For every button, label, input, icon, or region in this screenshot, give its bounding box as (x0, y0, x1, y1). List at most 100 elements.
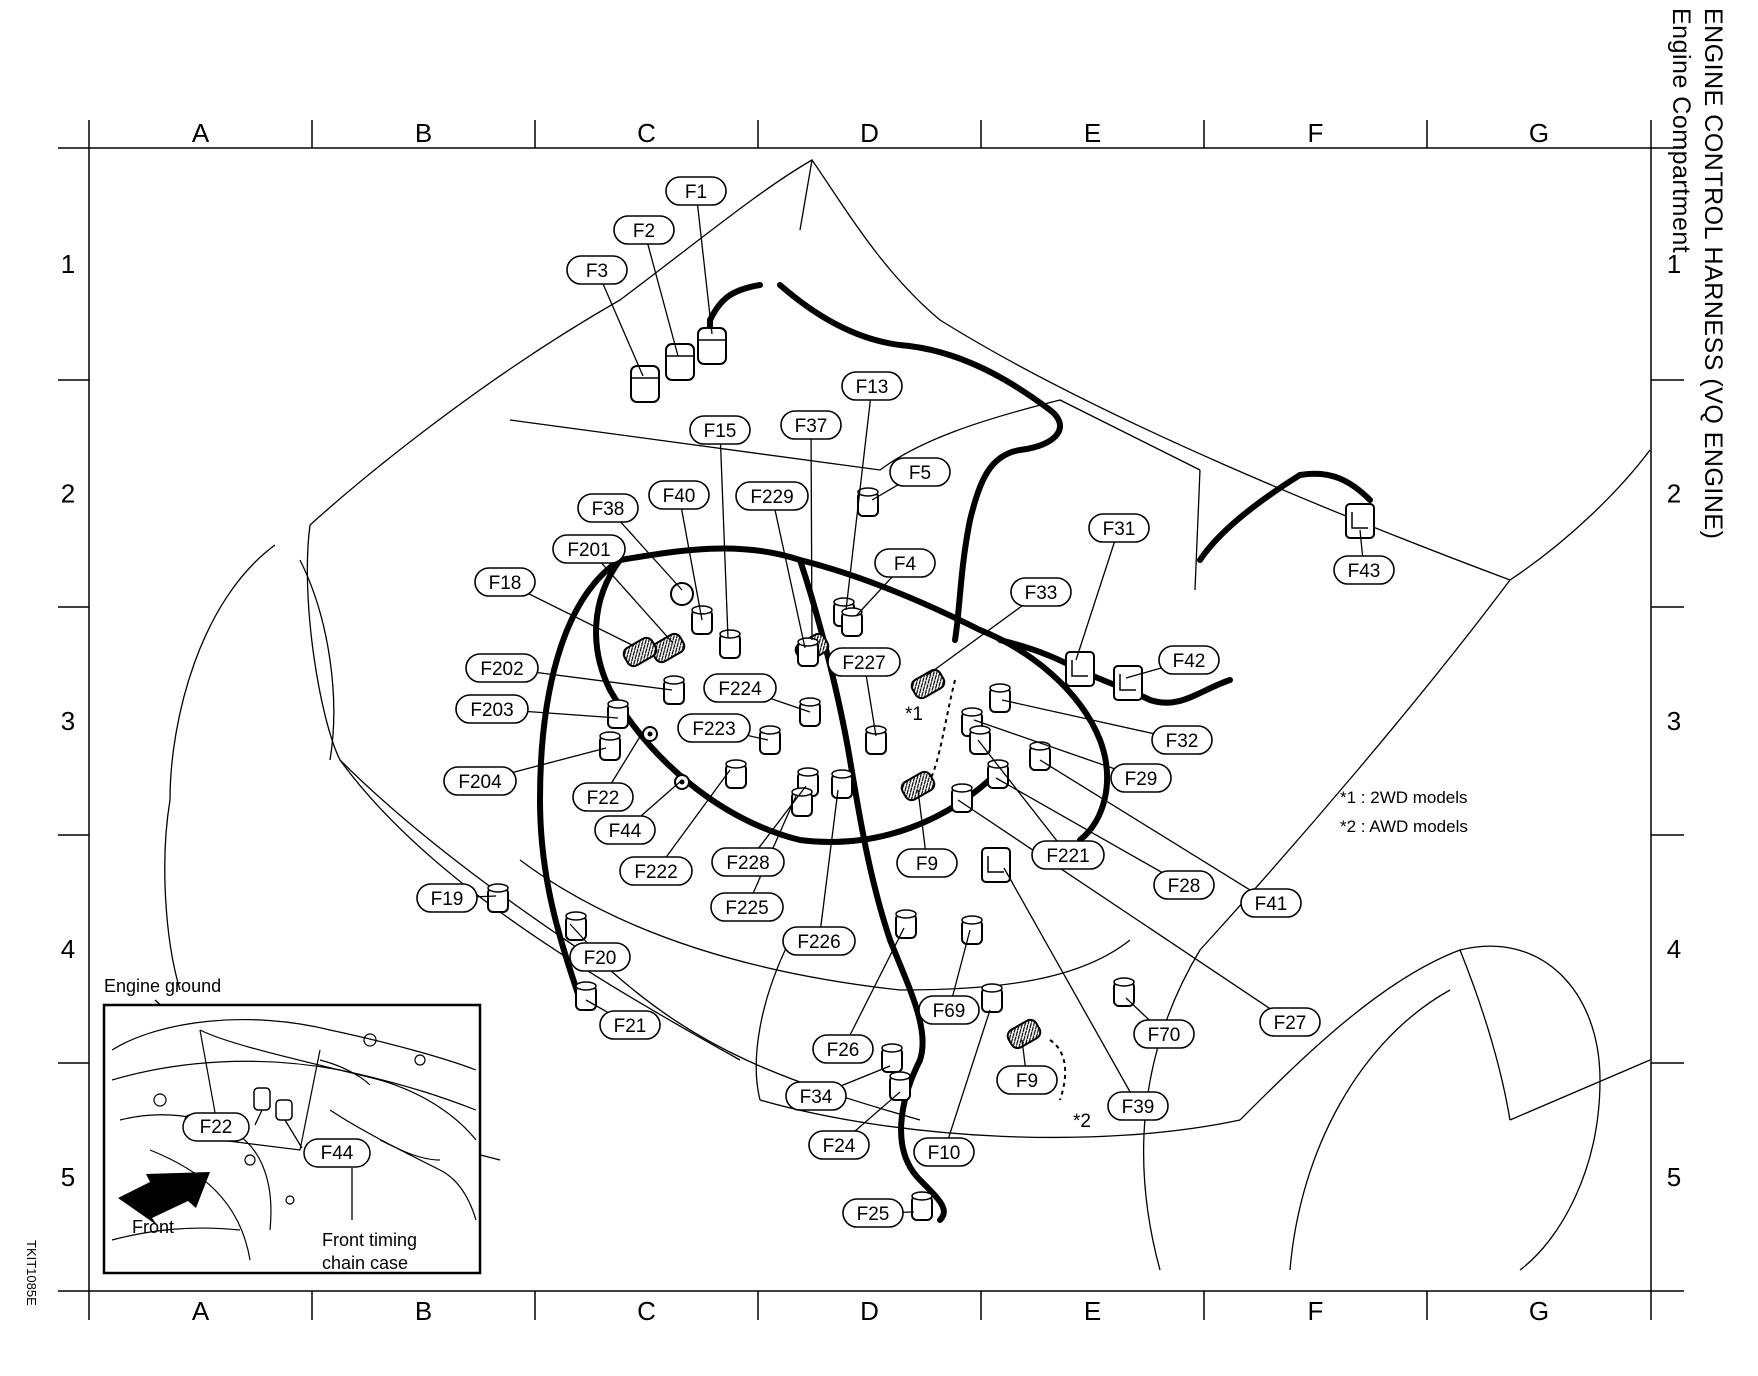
connector-label: F32 (1166, 731, 1199, 752)
grid-col-label-top: A (192, 118, 210, 148)
leader-line-f10 (943, 1009, 991, 1153)
callout-pill (896, 848, 958, 878)
connector-callout-f224: F224 (703, 673, 777, 703)
inset-front-label: Front (132, 1217, 174, 1237)
connector-body-f20 (565, 911, 587, 941)
callout-pill (689, 415, 751, 445)
connector-body-f19 (487, 883, 509, 913)
figure-id: TKIT1085E (24, 1240, 39, 1306)
connector-body-f224 (799, 697, 821, 727)
leader-line-f37 (810, 424, 813, 641)
grid-col-label-top: G (1529, 118, 1549, 148)
connector-body-f22 (642, 726, 658, 742)
connector-label: F22 (587, 788, 620, 809)
connector-callout-f221: F221 (1031, 840, 1105, 870)
connector-callout-f1: F1 (665, 176, 727, 206)
callout-pill (827, 647, 901, 677)
callout-pill (552, 534, 626, 564)
connector-callout-f3: F3 (566, 255, 628, 285)
connector-label: F34 (800, 1087, 833, 1108)
connector-callout-f39: F39 (1107, 1091, 1169, 1121)
connector-label: F225 (725, 898, 768, 919)
grid-row-label-right: 3 (1667, 706, 1681, 736)
connector-label: F38 (592, 499, 625, 520)
connector-body-f9 (900, 770, 936, 802)
leader-line-f15 (719, 429, 729, 639)
legend: *1 : 2WD models *2 : AWD models (1340, 788, 1468, 836)
callout-pill (455, 694, 529, 724)
connector-callout-f18: F18 (474, 567, 536, 597)
connector-callout-f203: F203 (455, 694, 529, 724)
connector-label: F28 (1168, 876, 1201, 897)
grid-row-label-right: 2 (1667, 479, 1681, 509)
option-wires (929, 679, 1067, 1101)
harness-wires (536, 282, 1373, 1223)
connector-body-f18 (622, 636, 658, 668)
connector-body-f226 (831, 769, 853, 799)
callout-pill (594, 815, 656, 845)
connector-callout-f38: F38 (577, 493, 639, 523)
connector-body-f69 (961, 915, 983, 945)
leader-line-f27 (957, 799, 1291, 1023)
leader-line-f201 (588, 548, 673, 643)
connector-label: F40 (663, 486, 696, 507)
connector-body-f26 (895, 909, 917, 939)
connector-callout-f226: F226 (782, 926, 856, 956)
connector-label: F29 (1125, 769, 1158, 790)
grid-col-label-bottom: B (415, 1296, 432, 1326)
connector-label: F31 (1103, 519, 1136, 540)
connector-callout-f19: F19 (416, 883, 478, 913)
connector-callout-f31: F31 (1088, 513, 1150, 543)
connector-callout-f204: F204 (443, 766, 517, 796)
inset-leaders (254, 1109, 353, 1220)
callout-pill (918, 995, 980, 1025)
connector-body-f9 (1006, 1018, 1042, 1050)
connector-callout-f69: F69 (918, 995, 980, 1025)
connector-body-f5 (857, 487, 879, 517)
connector-callout-f228: F228 (711, 847, 785, 877)
grid-col-label-bottom: F (1308, 1296, 1324, 1326)
connector-body-f223 (759, 725, 781, 755)
connector-callout-f223: F223 (677, 713, 751, 743)
leader-line-f3 (596, 269, 644, 377)
connector-body-f3 (630, 365, 660, 403)
connector-label: F221 (1046, 846, 1089, 867)
leader-line-f31 (1075, 527, 1120, 661)
grid-row-label-left: 2 (61, 479, 75, 509)
callout-pill (812, 1034, 874, 1064)
callout-pill (569, 942, 631, 972)
connector-label: F13 (856, 377, 889, 398)
connector-callout-f9: F9 (896, 848, 958, 878)
connector-label: F69 (933, 1001, 966, 1022)
callout-pill (785, 1081, 847, 1111)
connector-label: F41 (1255, 894, 1288, 915)
connector-callout-f20: F20 (569, 942, 631, 972)
connector-callout-f225: F225 (710, 892, 784, 922)
callout-pill (1153, 870, 1215, 900)
grid-row-label-left: 3 (61, 706, 75, 736)
inset-callout-f22: F22 (182, 1112, 250, 1142)
callout-pill (566, 255, 628, 285)
connector-label: F229 (750, 487, 793, 508)
connector-body-f42 (1113, 665, 1143, 701)
connector-label: F42 (1173, 651, 1206, 672)
callout-pill (665, 176, 727, 206)
callout-pill (1010, 577, 1072, 607)
leader-line-f229 (771, 495, 806, 649)
connector-callout-f44: F44 (594, 815, 656, 845)
connector-label: F44 (609, 821, 642, 842)
grid-col-label-top: E (1084, 118, 1101, 148)
connector-label: F5 (909, 463, 931, 484)
callout-pill (842, 1198, 904, 1228)
connector-label: F226 (797, 932, 840, 953)
connector-label: F201 (567, 540, 610, 561)
connector-body-f32 (989, 683, 1011, 713)
grid-col-label-bottom: D (860, 1296, 879, 1326)
callout-pill (782, 926, 856, 956)
grid-row-label-left: 4 (61, 934, 75, 964)
connector-callout-f10: F10 (913, 1137, 975, 1167)
connector-callout-f24: F24 (808, 1130, 870, 1160)
callout-pill (874, 548, 936, 578)
grid-row-label-left: 5 (61, 1162, 75, 1192)
